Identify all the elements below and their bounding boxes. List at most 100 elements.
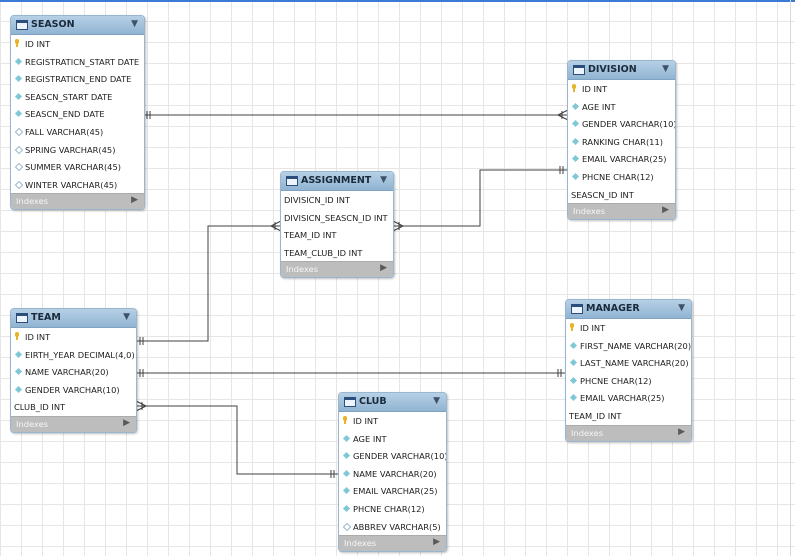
column-row[interactable]: SEASCN_END DATE	[11, 105, 144, 123]
expand-arrow-icon[interactable]: ▶	[433, 537, 440, 548]
collapse-arrow-icon[interactable]: ▼	[662, 64, 669, 74]
column-icon	[571, 120, 580, 128]
column-row[interactable]: WINTER VARCHAR(45)	[11, 176, 144, 194]
column-row[interactable]: EMAIL VARCHAR(25)	[566, 389, 691, 407]
table-header[interactable]: CLUB ▼	[339, 393, 446, 412]
indexes-section[interactable]: Indexes ▶	[281, 261, 393, 278]
table-header[interactable]: ASSIGNMENT ▼	[281, 172, 393, 191]
column-row[interactable]: ID INT	[11, 35, 144, 53]
indexes-section[interactable]: Indexes ▶	[566, 424, 691, 441]
column-label: RANKING CHAR(11)	[582, 136, 663, 147]
column-row[interactable]: REGISTRATICN_START DATE	[11, 53, 144, 71]
column-label: EMAIL VARCHAR(25)	[582, 154, 667, 165]
expand-arrow-icon[interactable]: ▶	[131, 195, 138, 206]
column-row[interactable]: PHCNE CHAR(12)	[568, 168, 675, 186]
indexes-section[interactable]: Indexes ▶	[339, 535, 446, 552]
column-row[interactable]: SEASCN_ID INT	[568, 186, 675, 204]
column-label: GENDER VARCHAR(10)	[25, 384, 120, 395]
column-row[interactable]: RANKING CHAR(11)	[568, 133, 675, 151]
table-division[interactable]: DIVISION ▼ ID INT AGE INT GENDER VARCHAR…	[567, 60, 676, 221]
table-header[interactable]: TEAM ▼	[11, 309, 136, 328]
column-row[interactable]: GENDER VARCHAR(10)	[11, 381, 136, 399]
column-row[interactable]: ABBREV VARCHAR(5)	[339, 518, 446, 536]
column-row[interactable]: EIRTH_YEAR DECIMAL(4,0)	[11, 346, 136, 364]
column-row[interactable]: SPRING VARCHAR(45)	[11, 141, 144, 159]
column-label: NAME VARCHAR(20)	[353, 468, 437, 479]
indexes-section[interactable]: Indexes ▶	[11, 415, 136, 432]
table-icon	[286, 176, 298, 186]
column-row[interactable]: ID INT	[568, 80, 675, 98]
expand-arrow-icon[interactable]: ▶	[380, 263, 387, 274]
table-title: DIVISION	[588, 64, 637, 75]
column-row[interactable]: TEAM_CLUB_ID INT	[281, 244, 393, 262]
indexes-section[interactable]: Indexes ▶	[568, 203, 675, 220]
collapse-arrow-icon[interactable]: ▼	[380, 175, 387, 185]
column-label: FIRST_NAME VARCHAR(20)	[580, 340, 692, 351]
column-icon	[14, 110, 23, 118]
column-row[interactable]: EMAIL VARCHAR(25)	[339, 482, 446, 500]
column-row[interactable]: TEAM_ID INT	[281, 226, 393, 244]
table-header[interactable]: DIVISION ▼	[568, 61, 675, 80]
column-label: LAST_NAME VARCHAR(20)	[580, 358, 689, 369]
table-manager[interactable]: MANAGER ▼ ID INT FIRST_NAME VARCHAR(20) …	[565, 299, 692, 442]
relationship-team-manager[interactable]	[136, 369, 566, 377]
foreign-key-column-label: DIVISICN_ID INT	[284, 195, 351, 205]
column-row[interactable]: GENDER VARCHAR(10)	[339, 447, 446, 465]
column-row[interactable]: NAME VARCHAR(20)	[339, 465, 446, 483]
column-row[interactable]: ID INT	[11, 328, 136, 346]
column-row[interactable]: SUMMER VARCHAR(45)	[11, 158, 144, 176]
column-label: ID INT	[353, 416, 379, 426]
column-row[interactable]: EMAIL VARCHAR(25)	[568, 150, 675, 168]
column-label: PHCNE CHAR(12)	[582, 171, 654, 182]
column-row[interactable]: AGE INT	[568, 98, 675, 116]
collapse-arrow-icon[interactable]: ▼	[433, 396, 440, 406]
column-label: EIRTH_YEAR DECIMAL(4,0)	[25, 349, 135, 360]
column-row[interactable]: GENDER VARCHAR(10)	[568, 115, 675, 133]
column-row[interactable]: FALL VARCHAR(45)	[11, 123, 144, 141]
column-row[interactable]: CLUB_ID INT	[11, 398, 136, 416]
table-header[interactable]: SEASON ▼	[11, 16, 144, 35]
column-icon	[571, 155, 580, 163]
column-icon	[14, 75, 23, 83]
collapse-arrow-icon[interactable]: ▼	[123, 312, 130, 322]
column-row[interactable]: FIRST_NAME VARCHAR(20)	[566, 337, 691, 355]
indexes-label: Indexes	[344, 538, 377, 549]
column-row[interactable]: NAME VARCHAR(20)	[11, 363, 136, 381]
table-assignment[interactable]: ASSIGNMENT ▼ DIVISICN_ID INT DIVISICN_SE…	[280, 171, 394, 279]
table-icon	[573, 65, 585, 75]
expand-arrow-icon[interactable]: ▶	[123, 417, 130, 428]
column-row[interactable]: LAST_NAME VARCHAR(20)	[566, 354, 691, 372]
nullable-column-icon	[14, 162, 24, 172]
table-header[interactable]: MANAGER ▼	[566, 300, 691, 319]
column-row[interactable]: DIVISICN_ID INT	[281, 191, 393, 209]
column-label: PHCNE CHAR(12)	[353, 503, 425, 514]
column-row[interactable]: ID INT	[566, 319, 691, 337]
column-row[interactable]: REGISTRATICN_END DATE	[11, 70, 144, 88]
relationship-season-division[interactable]	[143, 109, 569, 121]
column-row[interactable]: SEASCN_START DATE	[11, 88, 144, 106]
column-row[interactable]: DIVISICN_SEASCN_ID INT	[281, 209, 393, 227]
table-team[interactable]: TEAM ▼ ID INT EIRTH_YEAR DECIMAL(4,0) NA…	[10, 308, 137, 433]
relationship-team-assignment[interactable]	[136, 220, 282, 345]
column-row[interactable]: PHCNE CHAR(12)	[566, 372, 691, 390]
collapse-arrow-icon[interactable]: ▼	[131, 19, 138, 29]
table-title: SEASON	[31, 19, 75, 30]
table-club[interactable]: CLUB ▼ ID INT AGE INT GENDER VARCHAR(10)…	[338, 392, 447, 553]
collapse-arrow-icon[interactable]: ▼	[678, 303, 685, 313]
expand-arrow-icon[interactable]: ▶	[662, 205, 669, 216]
column-row[interactable]: ID INT	[339, 412, 446, 430]
column-row[interactable]: PHCNE CHAR(12)	[339, 500, 446, 518]
column-row[interactable]: TEAM_ID INT	[566, 407, 691, 425]
table-season[interactable]: SEASON ▼ ID INT REGISTRATICN_START DATE …	[10, 15, 145, 211]
expand-arrow-icon[interactable]: ▶	[678, 426, 685, 437]
column-icon	[571, 137, 580, 145]
column-row[interactable]: AGE INT	[339, 430, 446, 448]
indexes-label: Indexes	[571, 427, 604, 438]
indexes-section[interactable]: Indexes ▶	[11, 193, 144, 210]
relationship-division-assignment[interactable]	[392, 166, 568, 232]
nullable-column-icon	[342, 522, 352, 531]
relationship-club-team[interactable]	[135, 400, 339, 478]
column-label: GENDER VARCHAR(10)	[582, 119, 676, 130]
table-title: MANAGER	[586, 303, 640, 314]
